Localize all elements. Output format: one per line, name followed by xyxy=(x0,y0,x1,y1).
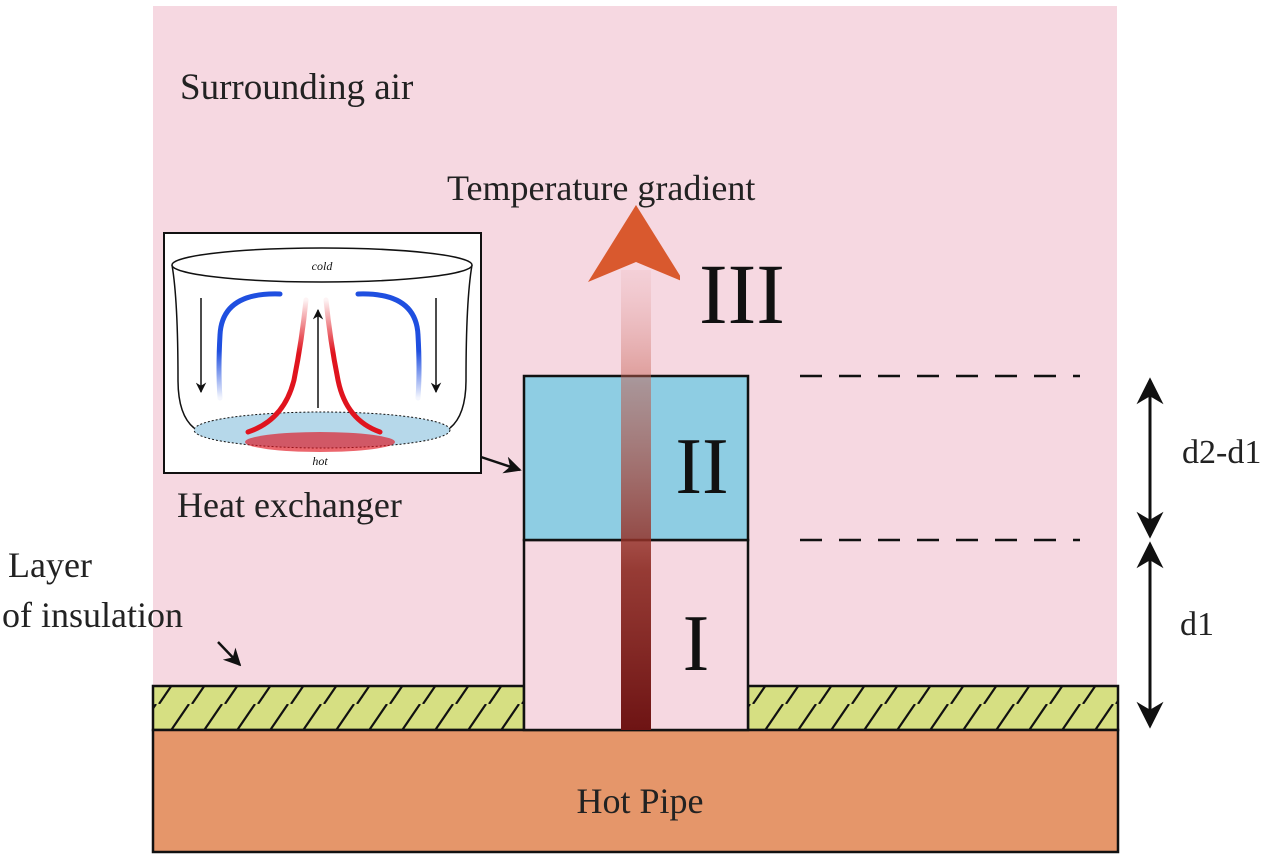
hot-plume-right xyxy=(323,297,383,435)
surrounding-air-label: Surrounding air xyxy=(180,67,413,108)
insulation-label-line1: Layer xyxy=(8,545,92,585)
region-1-label: I xyxy=(683,600,710,688)
insulation-pointer xyxy=(217,641,242,667)
dimension-lower-label: d1 xyxy=(1180,606,1214,643)
insulation-layer-right xyxy=(746,684,1120,732)
hot-plume-left xyxy=(245,297,309,435)
hot-pipe xyxy=(151,728,1120,854)
heat-exchanger-pointer xyxy=(480,455,522,474)
region-2-label: II xyxy=(675,423,728,511)
insulation-layer-left xyxy=(151,684,526,732)
region-3-label-bg xyxy=(680,255,805,330)
hot-pipe-label: Hot Pipe xyxy=(576,781,703,821)
region-3-label: III xyxy=(699,246,785,342)
heater-plate xyxy=(245,432,395,452)
inset-cold-label: cold xyxy=(312,259,334,273)
cold-flow-left xyxy=(216,291,283,401)
cold-flow-right xyxy=(355,291,422,401)
convection-inset: cold hot xyxy=(163,232,482,474)
insulation-label-line2: of insulation xyxy=(2,595,183,635)
dimension-upper-label: d2-d1 xyxy=(1182,434,1261,471)
temperature-gradient-label: Temperature gradient xyxy=(447,168,755,208)
temperature-gradient-arrow xyxy=(588,205,684,730)
inset-hot-label: hot xyxy=(312,454,328,468)
heat-exchanger-label: Heat exchanger xyxy=(177,485,402,525)
